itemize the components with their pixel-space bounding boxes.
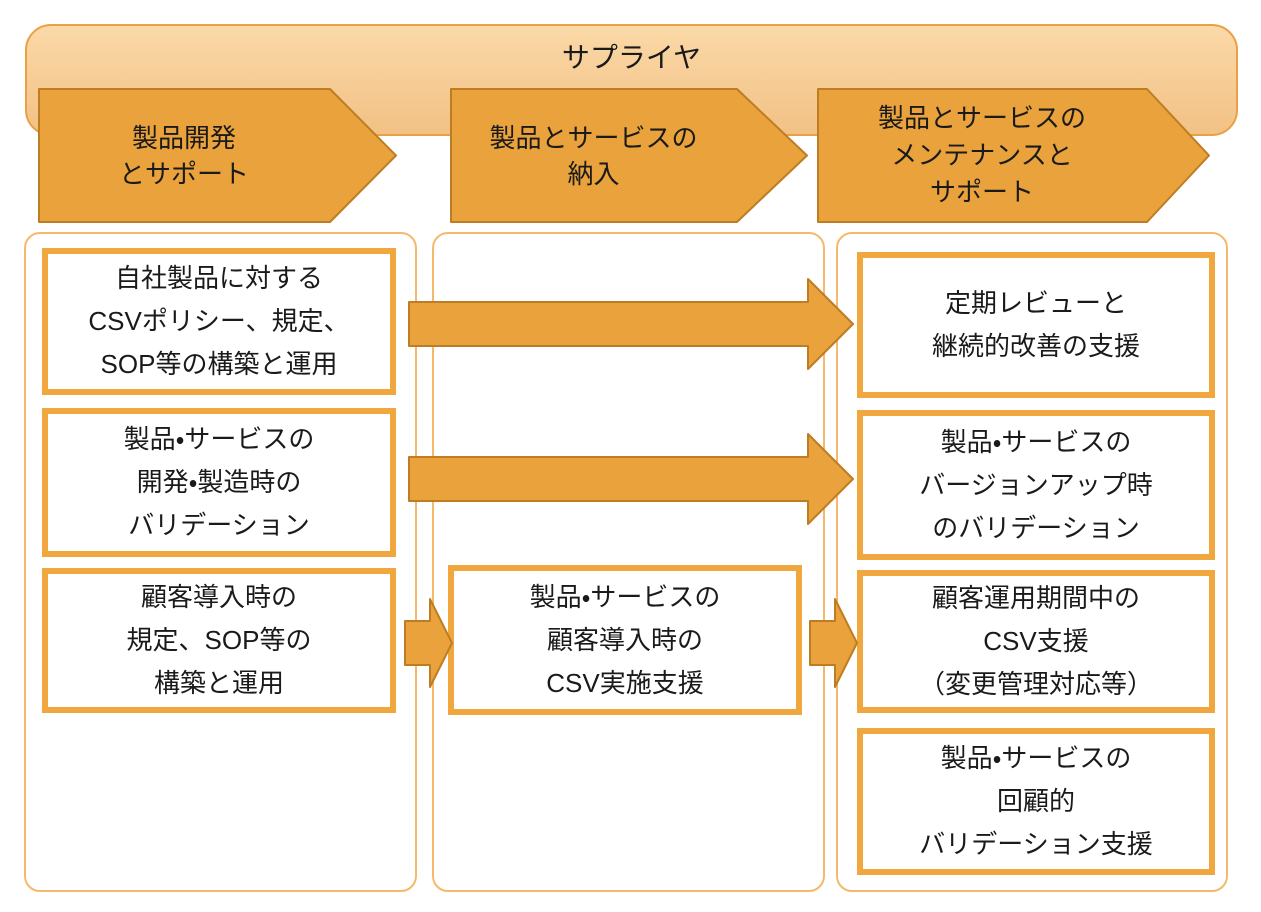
arrow-intro-to-delivery-icon: [404, 598, 453, 688]
arrow-policy-to-review-icon: [408, 278, 854, 370]
arrow-validation-to-versionup-icon: [408, 433, 854, 525]
box-operation-csv-support: 顧客運用期間中の CSV支援 （変更管理対応等）: [857, 570, 1215, 713]
arrow-delivery-to-operation-icon: [809, 598, 858, 688]
supplier-banner-title: サプライヤ: [561, 42, 702, 73]
box-periodic-review: 定期レビューと 継続的改善の支援: [857, 252, 1215, 398]
phase-chevron-maintenance-label: 製品とサービスの メンテナンスと サポート: [877, 103, 1086, 207]
box-own-product-csv-policy: 自社製品に対する CSVポリシー、規定、 SOP等の構築と運用: [42, 248, 396, 395]
phase-chevron-delivery-label: 製品とサービスの 納入: [489, 122, 698, 189]
chevron-arrow-shape: [450, 88, 808, 223]
phase-chevron-development: 製品開発 とサポート: [38, 88, 398, 223]
box-customer-intro-csv-support: 製品・サービスの 顧客導入時の CSV実施支援: [448, 565, 802, 715]
box-dev-manufacturing-validation: 製品・サービスの 開発・製造時の バリデーション: [42, 408, 396, 557]
chevron-arrow-shape: [38, 88, 397, 223]
box-retrospective-validation: 製品・サービスの 回顧的 バリデーション支援: [857, 728, 1215, 875]
box-version-up-validation: 製品・サービスの バージョンアップ時 のバリデーション: [857, 410, 1215, 560]
chevron-arrow-shape: [817, 88, 1210, 223]
phase-chevron-development-label: 製品開発 とサポート: [118, 122, 249, 189]
phase-chevron-maintenance: 製品とサービスの メンテナンスと サポート: [817, 88, 1211, 223]
phase-chevron-delivery: 製品とサービスの 納入: [450, 88, 809, 223]
box-customer-intro-sop: 顧客導入時の 規定、SOP等の 構築と運用: [42, 568, 396, 713]
